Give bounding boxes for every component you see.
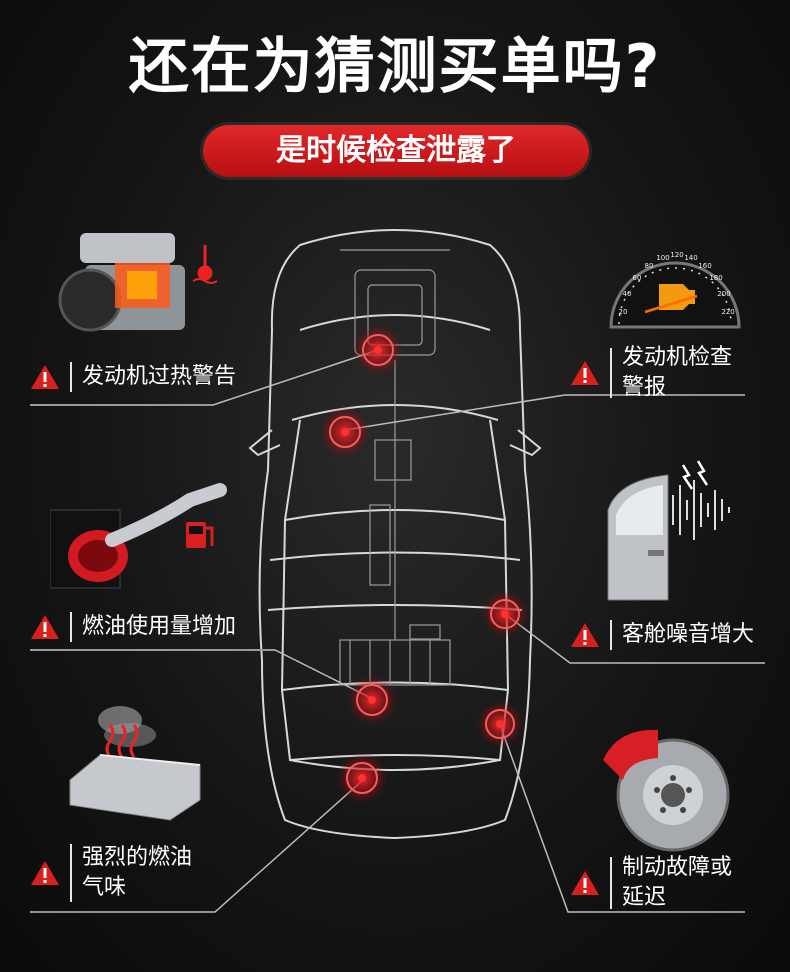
label-divider (70, 844, 72, 902)
fuel-tank-smell-icon (69, 706, 201, 821)
gauge-tick: 60 (633, 274, 642, 282)
label-divider (610, 348, 612, 398)
gauge-tick: 120 (670, 251, 683, 259)
symptom-label-engine-overheat: 发动机过热警告 (30, 362, 236, 392)
label-underline (30, 404, 213, 406)
gauge-tick-labels: 20 40 60 80 100 120 140 160 180 200 220 (619, 251, 735, 316)
car-internal-parts (339, 249, 451, 686)
gauge-tick: 100 (656, 254, 669, 262)
page-title: 还在为猜测买单吗? (128, 32, 662, 102)
symptom-text: 发动机检查 警报 (622, 343, 732, 403)
label-divider (70, 362, 72, 392)
hotspot-fuel (346, 674, 398, 726)
brake-caliper-icon (603, 729, 730, 852)
warning-icon (31, 861, 59, 885)
car-door-noise-icon (607, 460, 730, 601)
warning-icon (571, 623, 599, 647)
symptom-label-brake-fault: 制动故障或 延迟 (570, 853, 732, 913)
air-intake-fuel-icon (50, 483, 227, 589)
symptom-line: 发动机检查 (622, 345, 733, 370)
warning-icon (571, 361, 599, 385)
check-engine-gauge-icon: 20 40 60 80 100 120 140 160 180 200 220 (609, 251, 741, 329)
gauge-tick: 220 (721, 308, 734, 316)
hotspot-tank (336, 752, 388, 804)
subtitle-banner: 是时候检查泄露了 (203, 125, 589, 177)
label-divider (70, 612, 72, 642)
label-divider (610, 857, 612, 909)
gauge-tick: 40 (623, 290, 632, 298)
symptom-text: 客舱噪音增大 (622, 620, 754, 650)
symptom-text: 制动故障或 延迟 (622, 853, 732, 913)
gauge-tick: 20 (619, 308, 628, 316)
warning-icon (31, 365, 59, 389)
warning-icon (571, 871, 599, 895)
symptom-line: 强烈的燃油 (82, 845, 193, 870)
symptom-line: 制动故障或 (622, 855, 733, 880)
symptom-line: 发动机过热警告 (82, 364, 237, 389)
symptom-line: 客舱噪音增大 (622, 622, 755, 647)
symptom-line: 燃油使用量增加 (82, 614, 237, 639)
label-divider (610, 620, 612, 650)
label-underline (30, 649, 275, 651)
hotspot-door (481, 590, 529, 638)
overheating-engine-icon (58, 233, 218, 332)
symptom-line: 延迟 (622, 885, 667, 910)
symptom-text: 发动机过热警告 (82, 362, 236, 392)
symptom-text: 燃油使用量增加 (82, 612, 236, 642)
gauge-tick: 180 (709, 274, 722, 282)
leak-hotspots (319, 324, 529, 804)
symptom-label-fuel-smell: 强烈的燃油 气味 (30, 843, 192, 903)
symptom-label-fuel-usage: 燃油使用量增加 (30, 612, 236, 642)
symptom-line: 警报 (622, 375, 667, 400)
gauge-tick: 80 (645, 262, 654, 270)
hotspot-rear-wheel (476, 700, 524, 748)
gauge-tick: 200 (717, 290, 730, 298)
warning-icon (31, 615, 59, 639)
gauge-tick: 160 (698, 262, 711, 270)
symptom-label-cabin-noise: 客舱噪音增大 (570, 620, 754, 650)
symptom-line: 气味 (82, 875, 127, 900)
symptom-label-engine-check: 发动机检查 警报 (570, 343, 732, 403)
gauge-tick: 140 (684, 254, 697, 262)
hotspot-engine (352, 324, 404, 376)
hotspot-dash (319, 406, 371, 458)
symptom-text: 强烈的燃油 气味 (82, 843, 192, 903)
